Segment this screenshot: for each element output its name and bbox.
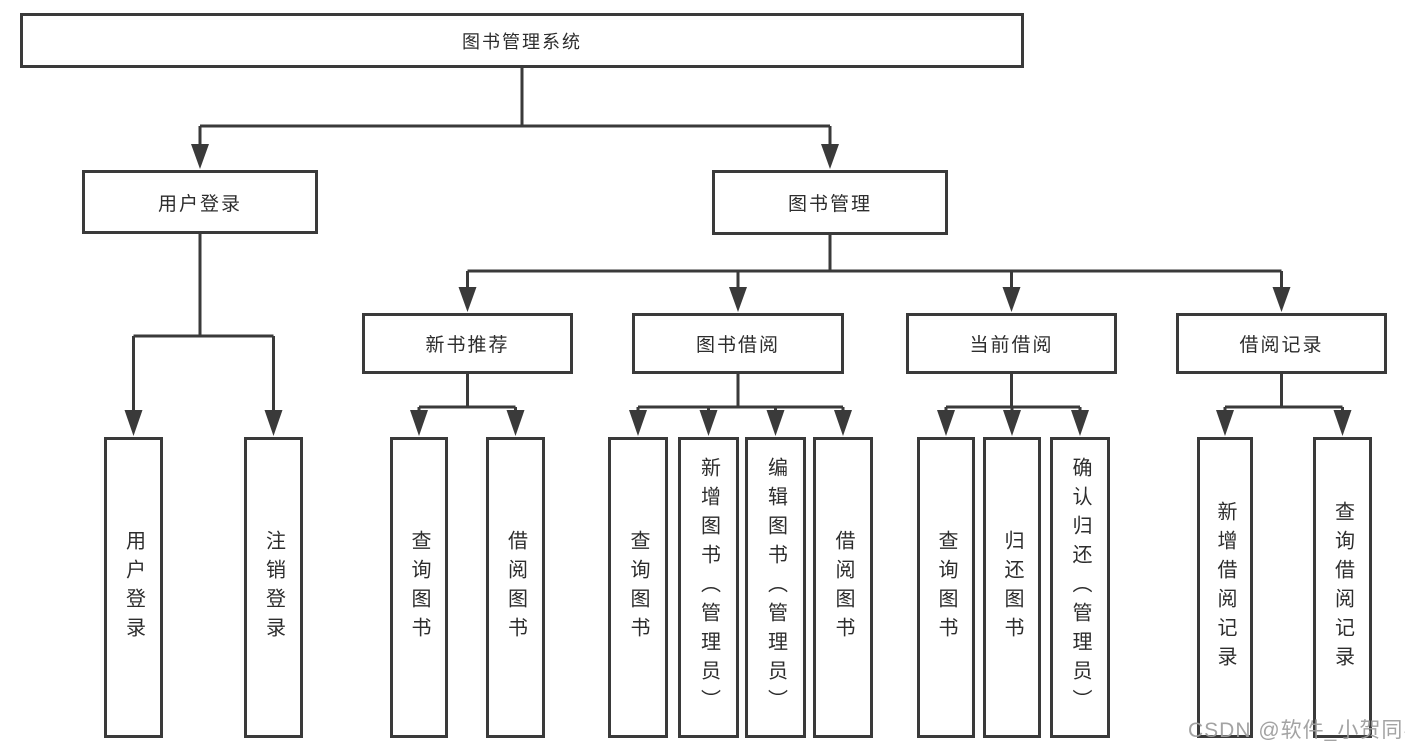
node-label: 查询图书 [935,529,957,646]
node-label: 借阅图书 [832,529,854,646]
node-label: 新增借阅记录 [1214,500,1236,675]
node-current-borrow: 当前借阅 [906,313,1117,374]
node-label: 当前借阅 [969,335,1054,356]
node-borrow-books: 借阅图书 [813,437,873,738]
node-label: 编辑图书（管理员） [764,457,787,718]
node-label: 新书推荐 [425,335,510,356]
node-edit-books-admin: 编辑图书（管理员） [745,437,806,738]
node-add-borrow-record: 新增借阅记录 [1197,437,1253,738]
node-confirm-return-admin: 确认归还（管理员） [1050,437,1110,738]
node-label: 借阅图书 [504,529,527,646]
node-label: 查询图书 [408,529,430,646]
node-book-management: 图书管理 [712,170,948,235]
node-label: 用户登录 [122,529,145,646]
node-new-book-recommend: 新书推荐 [362,313,573,374]
node-user-login-leaf: 用户登录 [104,437,163,738]
node-label: 图书管理系统 [462,31,582,52]
node-label: 图书管理 [787,194,872,215]
node-newbook-borrow-books: 借阅图书 [486,437,545,738]
node-borrow-query-books: 查询图书 [608,437,668,738]
node-query-borrow-record: 查询借阅记录 [1313,437,1372,738]
node-label: 新增图书（管理员） [697,457,720,718]
node-label: 用户登录 [157,193,242,215]
node-add-books-admin: 新增图书（管理员） [678,437,739,738]
node-current-query-books: 查询图书 [917,437,975,738]
node-label: 图书借阅 [695,335,780,356]
node-label: 借阅记录 [1239,335,1324,356]
node-user-login: 用户登录 [82,170,318,234]
node-label: 归还图书 [1001,529,1023,646]
node-return-books: 归还图书 [983,437,1041,738]
node-label: 查询图书 [627,529,649,646]
node-label: 查询借阅记录 [1331,500,1354,675]
node-newbook-query-books: 查询图书 [390,437,448,738]
node-label: 确认归还（管理员） [1069,457,1091,718]
node-library-management-system: 图书管理系统 [20,13,1024,68]
node-book-borrow: 图书借阅 [632,313,844,374]
node-logout: 注销登录 [244,437,303,738]
node-borrow-record: 借阅记录 [1176,313,1387,374]
csdn-watermark: CSDN @软件_小贺同学 [1188,719,1405,742]
node-label: 注销登录 [262,529,285,646]
